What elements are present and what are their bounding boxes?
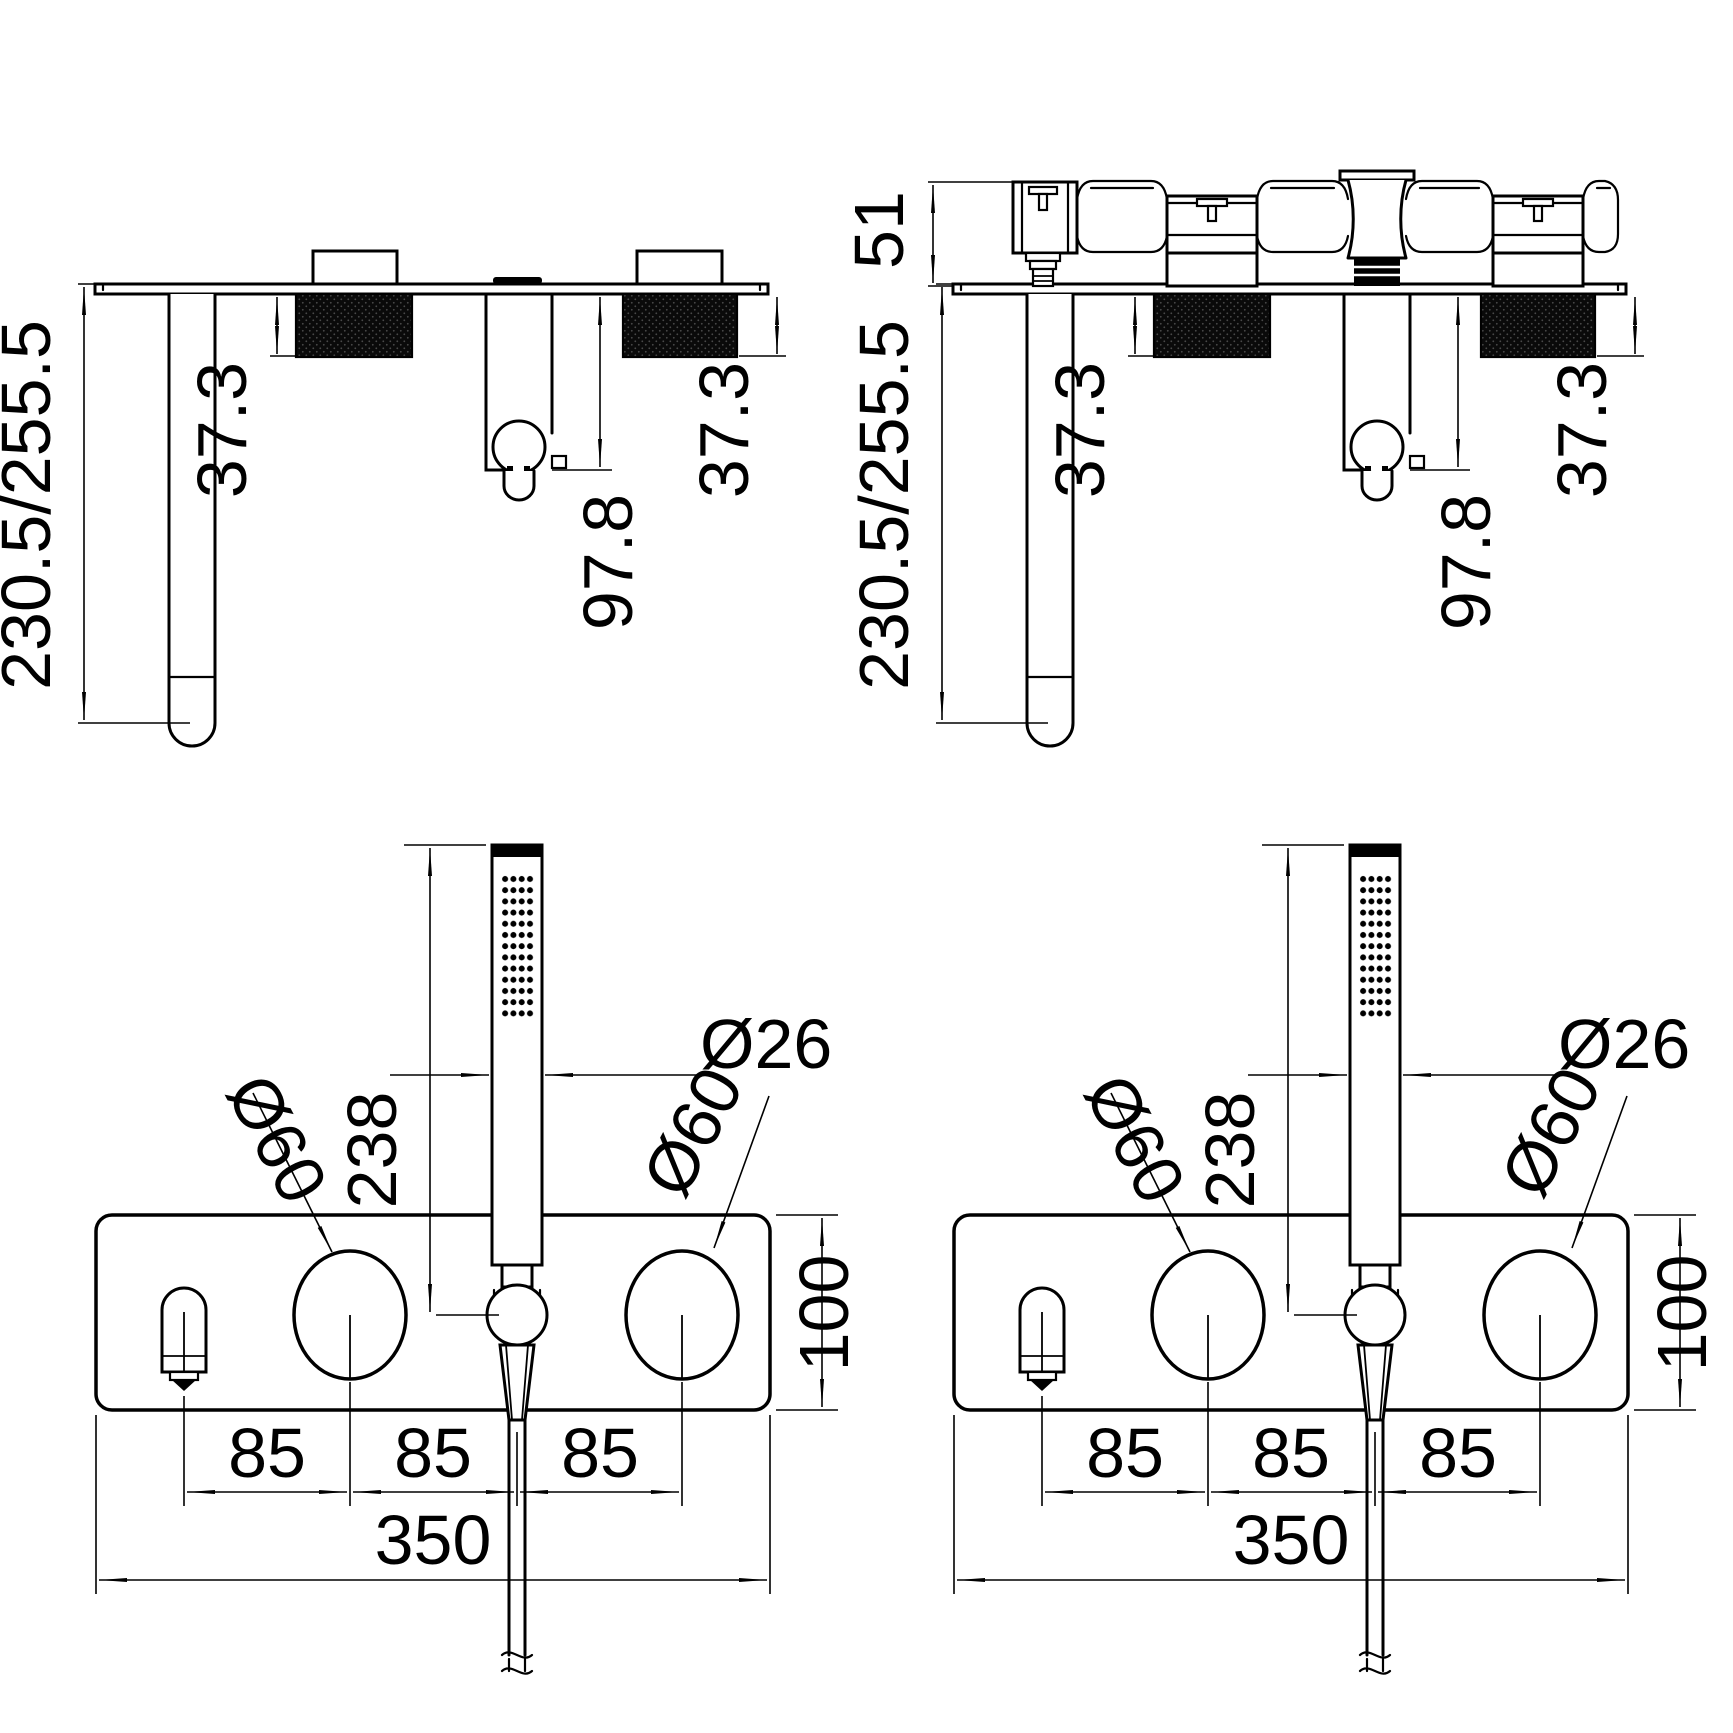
dim-knob-inset-right: 37.3 bbox=[685, 297, 786, 498]
dim-label-pitch-center: 85 bbox=[394, 1414, 472, 1492]
ext-lines bbox=[95, 1415, 771, 1594]
dim-label-hand-shower-length: 238 bbox=[333, 1092, 411, 1209]
valve-2-skirt bbox=[1165, 251, 1259, 288]
aerator-tip bbox=[172, 1380, 196, 1391]
ball-clip-right bbox=[524, 466, 530, 474]
valve-3-fill bbox=[1349, 180, 1405, 258]
valve-4-skirt bbox=[1491, 251, 1585, 288]
dim-plate-width: 350 bbox=[95, 1415, 771, 1594]
ext-lines bbox=[928, 181, 1013, 287]
dim-label-height-range: 230.5/255.5 bbox=[0, 320, 65, 690]
ext-lines bbox=[78, 283, 190, 724]
holder-hook-side bbox=[502, 469, 536, 502]
valve-body-1 bbox=[1011, 180, 1079, 255]
valve-3-cap bbox=[1338, 169, 1416, 182]
wall-plate-side bbox=[93, 282, 770, 296]
valve-1-stem-a bbox=[1024, 251, 1062, 263]
rough-in-assembly bbox=[1011, 169, 1620, 288]
knurled-knob-right-side bbox=[621, 292, 739, 359]
plate-end-notches bbox=[101, 282, 762, 292]
ext-lines bbox=[183, 1382, 683, 1506]
holder-ledge bbox=[550, 454, 568, 470]
dim-label-holder-drop: 97.8 bbox=[569, 494, 647, 630]
valve-3-thread-lines bbox=[1354, 265, 1400, 277]
dim-label-pitch-right: 85 bbox=[561, 1414, 639, 1492]
ext-lines bbox=[404, 844, 499, 1316]
shower-hose bbox=[507, 1418, 527, 1657]
dim-label-knob-diameter-left: Ø60 bbox=[212, 1062, 343, 1215]
dim-wall-depth: 51 bbox=[840, 181, 1013, 287]
dim-pitch-row: 85 85 85 bbox=[183, 1382, 683, 1506]
holder-ball-side bbox=[491, 419, 547, 475]
valve-1-stem-b bbox=[1028, 259, 1058, 271]
wall-plate-front bbox=[94, 1213, 772, 1412]
front-view-core: 238 Ø26 Ø60 Ø60 100 85 bbox=[94, 843, 863, 1675]
side-view-core: 230.5/255.5 37.3 97.8 37.3 bbox=[0, 282, 786, 748]
hose-break-symbol bbox=[500, 1651, 534, 1675]
valve-1-screw-stem bbox=[1037, 192, 1049, 212]
wand-spray-face bbox=[501, 872, 534, 1018]
manifold-link-4 bbox=[1581, 179, 1620, 254]
dim-label-hand-shower-diameter: Ø26 bbox=[700, 1005, 832, 1083]
knurled-knob-left-side bbox=[294, 292, 414, 359]
wand-cap bbox=[492, 845, 542, 857]
spout-side bbox=[167, 292, 217, 748]
spout-front-lines bbox=[162, 1312, 206, 1372]
ball-clip-left bbox=[507, 466, 513, 474]
dim-hand-shower-diameter: Ø26 bbox=[390, 1005, 832, 1083]
valve-3-thread-block bbox=[1354, 258, 1400, 286]
dim-plate-height: 100 bbox=[776, 1214, 863, 1411]
dim-label-knob-inset-right: 37.3 bbox=[685, 362, 763, 498]
handle-top-right bbox=[635, 249, 724, 286]
dim-label-wall-depth: 51 bbox=[840, 191, 918, 269]
manifold-link-1 bbox=[1075, 179, 1169, 254]
dim-hand-shower-length: 238 bbox=[333, 844, 499, 1316]
valve-1-threads bbox=[1033, 275, 1053, 282]
front-view-right-copy bbox=[954, 845, 1721, 1674]
valve-4-screw-stem bbox=[1532, 204, 1544, 223]
valve-2-screw-stem bbox=[1206, 204, 1218, 223]
ext-lines bbox=[776, 1214, 838, 1411]
spout-tip-collar bbox=[168, 1370, 200, 1382]
dim-knob-inset-left: 37.3 bbox=[183, 297, 298, 498]
handle-top-left bbox=[311, 249, 399, 286]
dim-label-knob-inset-left: 37.3 bbox=[183, 362, 261, 498]
valve-1-walls bbox=[1020, 180, 1070, 255]
dim-label-plate-width: 350 bbox=[375, 1501, 492, 1579]
dim-holder-drop: 97.8 bbox=[552, 297, 647, 630]
dim-height-range: 230.5/255.5 bbox=[0, 283, 190, 724]
dim-label-pitch-left: 85 bbox=[228, 1414, 306, 1492]
valve-1-stem-c bbox=[1031, 267, 1055, 288]
holder-mount-tab bbox=[493, 277, 542, 284]
hose-cone-inner bbox=[505, 1344, 529, 1421]
manifold-link-2 bbox=[1255, 179, 1350, 254]
leader-line bbox=[252, 1092, 333, 1253]
manifold-link-3 bbox=[1404, 179, 1495, 254]
side-view-trim-extras bbox=[311, 249, 724, 286]
leader-line bbox=[713, 1095, 770, 1249]
side-view-with-rough-in bbox=[845, 284, 1644, 746]
dim-label-plate-height: 100 bbox=[785, 1255, 863, 1372]
